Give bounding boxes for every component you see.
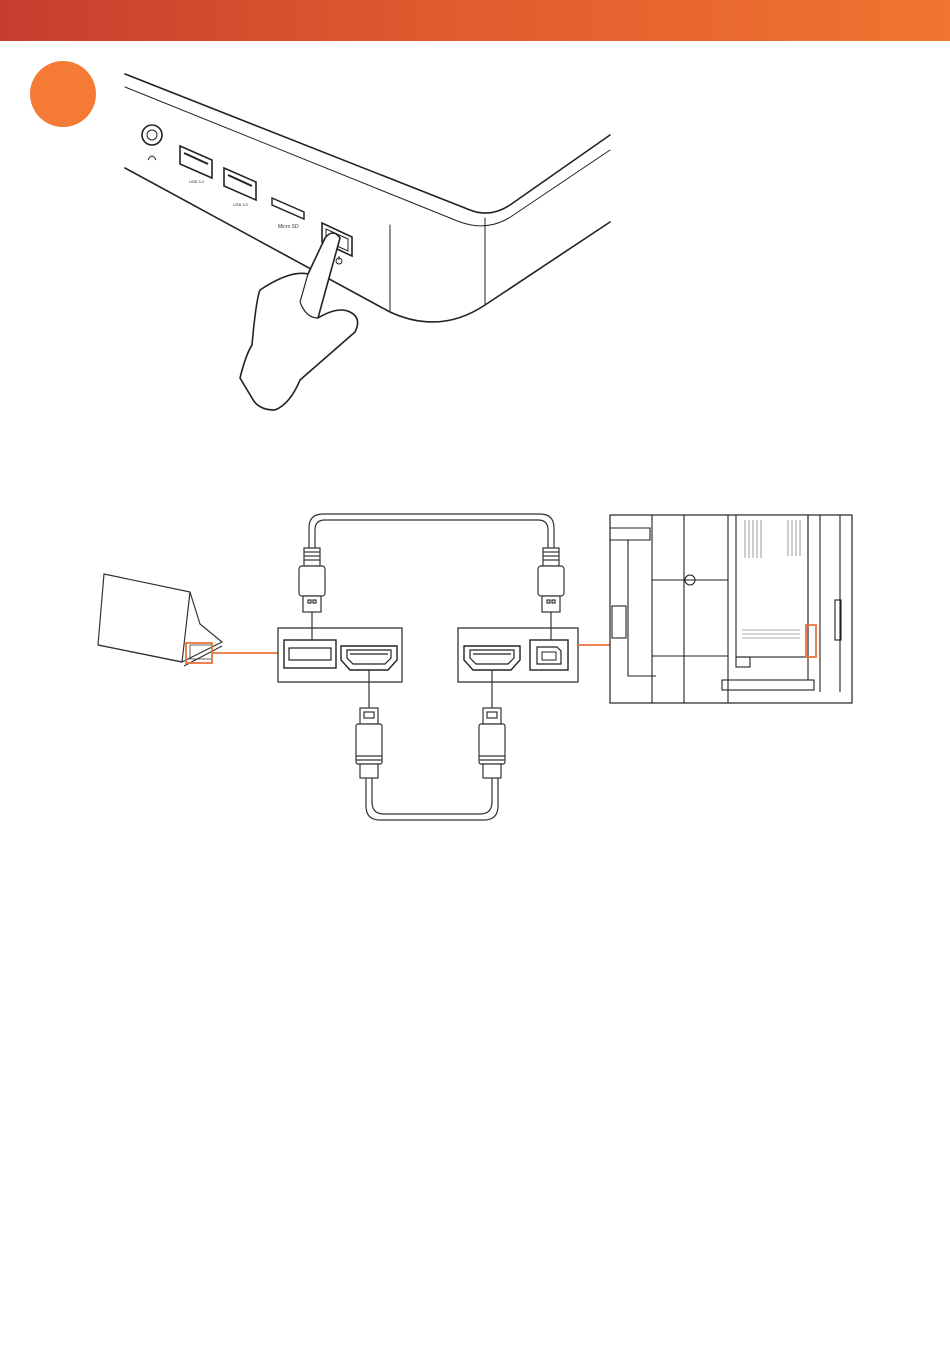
- hand-icon: [240, 233, 358, 410]
- usb-port-2-label: USB 3.0: [233, 202, 249, 207]
- device-bottom-edge: [125, 168, 610, 322]
- headphone-icon: [142, 125, 162, 160]
- usb-cable: [299, 514, 564, 640]
- micro-sd-label: Micro SD: [278, 224, 299, 230]
- power-icon: [336, 256, 342, 264]
- micro-sd-slot: Micro SD: [272, 198, 304, 230]
- usb-a-port: [284, 640, 336, 668]
- usb-port-1: USB 3.0: [180, 146, 212, 184]
- display-back-panel: [610, 515, 852, 703]
- hdmi-port-left: [341, 646, 397, 670]
- right-port-panel: [458, 628, 578, 682]
- laptop-port-highlight: [186, 643, 212, 663]
- hdmi-port-right: [464, 646, 520, 670]
- display-port-highlight: [806, 625, 816, 657]
- device-power-illustration: USB 3.0 USB 3.0 Micro SD: [0, 0, 950, 430]
- laptop-icon: [98, 574, 222, 666]
- usb-b-port: [530, 640, 568, 670]
- usb-port-2: USB 3.0: [224, 168, 256, 207]
- usb-port-1-label: USB 3.0: [189, 179, 205, 184]
- left-port-panel: [278, 628, 402, 682]
- device-top-edge: [125, 74, 610, 213]
- hdmi-cable: [356, 670, 505, 820]
